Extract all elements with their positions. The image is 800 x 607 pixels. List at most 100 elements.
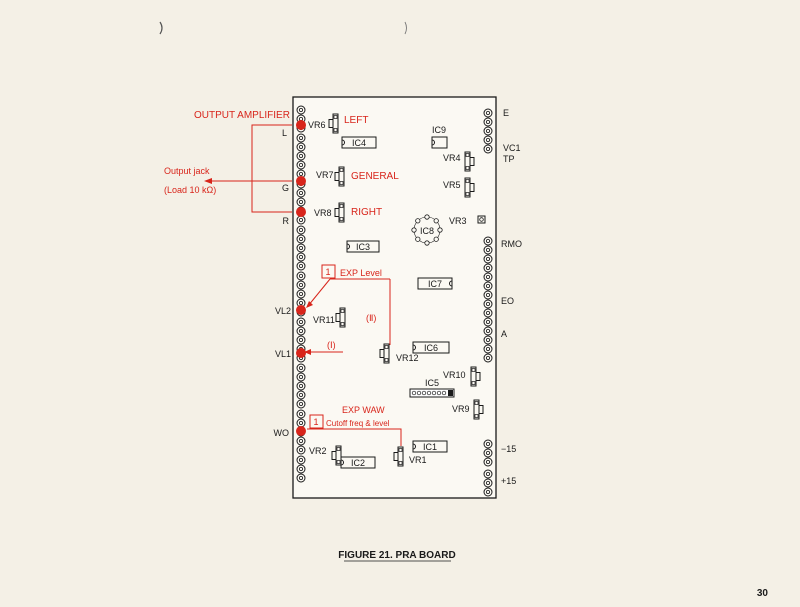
terminal-hole-center (298, 374, 303, 379)
trimmer-body (383, 343, 390, 364)
trimmer-pin (340, 309, 345, 313)
ic7-package (417, 277, 453, 290)
terminal-label-minus15: −15 (501, 444, 516, 454)
general-label: GENERAL (351, 171, 399, 182)
terminal-hole-center (298, 411, 303, 416)
terminal-label-L: L (282, 128, 287, 138)
terminal-hole (483, 326, 493, 336)
terminal-hole (483, 448, 493, 458)
ic8-pin (415, 236, 421, 242)
terminal-hole (296, 215, 306, 225)
ic5-pins (411, 390, 447, 396)
trimmer-icon (393, 446, 404, 467)
left-label: LEFT (344, 115, 368, 126)
trimmer-bracket (476, 372, 481, 381)
terminal-hole-center (485, 480, 490, 485)
terminal-hole-center (298, 227, 303, 232)
terminal-hole-center (298, 108, 303, 113)
vr3-body (477, 215, 486, 224)
ic6-label: IC6 (424, 343, 438, 353)
page-number: 30 (757, 588, 769, 599)
ic3-notch (346, 243, 350, 250)
trimmer-icon (464, 151, 475, 172)
ic9-notch (431, 139, 435, 146)
terminal-hole-center (485, 274, 490, 279)
terminal-hole (483, 353, 493, 363)
terminal-hole-center (485, 111, 490, 116)
vr12-label: VR12 (396, 353, 419, 363)
terminal-hole-center (485, 301, 490, 306)
ic5-pin (441, 390, 447, 396)
terminal-hole-center (298, 282, 303, 287)
terminal-hole (296, 436, 306, 446)
terminal-hole-center (298, 337, 303, 342)
terminal-hole-center (298, 217, 303, 222)
terminal-hole (296, 271, 306, 281)
cutoff-label: Cutoff freq & level (326, 419, 390, 428)
terminal-hole (483, 469, 493, 479)
terminal-hole (483, 317, 493, 327)
terminal-hole (483, 344, 493, 354)
output-jack-arrowhead (204, 178, 212, 184)
terminal-hole-center (298, 291, 303, 296)
trimmer-pin (340, 322, 345, 326)
trimmer-pin (339, 204, 344, 208)
exp-level-number: 1 (325, 267, 330, 277)
ic5-pin (436, 390, 442, 396)
terminal-hole-center (485, 328, 490, 333)
trimmer-icon (328, 113, 339, 134)
terminal-hole (296, 197, 306, 207)
terminal-hole-center (298, 273, 303, 278)
terminal-hole (296, 188, 306, 198)
trimmer-pin (333, 115, 338, 119)
terminal-hole (296, 335, 306, 345)
terminal-hole-center (485, 346, 490, 351)
terminal-label-VL2: VL2 (275, 306, 291, 316)
trimmer-body (397, 446, 404, 467)
vr6-label: VR6 (308, 120, 326, 130)
terminal-hole-center (485, 256, 490, 261)
exp-level-number-box (321, 264, 336, 279)
terminal-hole-center (485, 319, 490, 324)
ic8-pin (433, 218, 439, 224)
ic8-pin (415, 218, 421, 224)
vr3-label: VR3 (449, 216, 467, 226)
terminal-hole-center (298, 365, 303, 370)
ic5-label: IC5 (425, 378, 439, 388)
vr3-wiper (479, 217, 484, 222)
trimmer-bracket (331, 451, 336, 460)
trimmer-body (335, 445, 342, 466)
ic2-label: IC2 (351, 458, 365, 468)
terminal-label-TP: TP (503, 154, 515, 164)
left-terminal-column (296, 105, 306, 483)
terminal-hole-center (298, 319, 303, 324)
terminal-hole-center (298, 420, 303, 425)
ic4-label: IC4 (352, 138, 366, 148)
terminal-hole (296, 317, 306, 327)
trimmer-icon (334, 202, 345, 223)
figure-caption: FIGURE 21. PRA BOARD (338, 550, 455, 561)
exp-waw-number: 1 (313, 417, 318, 427)
terminal-hole-center (298, 254, 303, 259)
trimmer-pin (384, 345, 389, 349)
trimmer-icon (464, 177, 475, 198)
terminal-hole (483, 290, 493, 300)
terminal-dot-VL1 (296, 348, 306, 358)
exp-level-label: EXP Level (340, 268, 382, 278)
terminal-hole (296, 464, 306, 474)
trimmer-pin (336, 447, 341, 451)
trimmer-body (338, 202, 345, 223)
terminal-hole-center (485, 450, 490, 455)
trimmer-icon (331, 445, 342, 466)
ic8-pin (424, 214, 430, 220)
terminal-hole-center (485, 441, 490, 446)
board-outline (292, 96, 497, 499)
vr7-label: VR7 (316, 170, 334, 180)
terminal-label-R: R (283, 216, 290, 226)
ic5-pin (426, 390, 432, 396)
terminal-hole-center (298, 199, 303, 204)
terminal-dot-WO (296, 426, 306, 436)
ic8-label: IC8 (420, 226, 434, 236)
terminal-hole (296, 418, 306, 428)
terminal-hole-center (485, 337, 490, 342)
